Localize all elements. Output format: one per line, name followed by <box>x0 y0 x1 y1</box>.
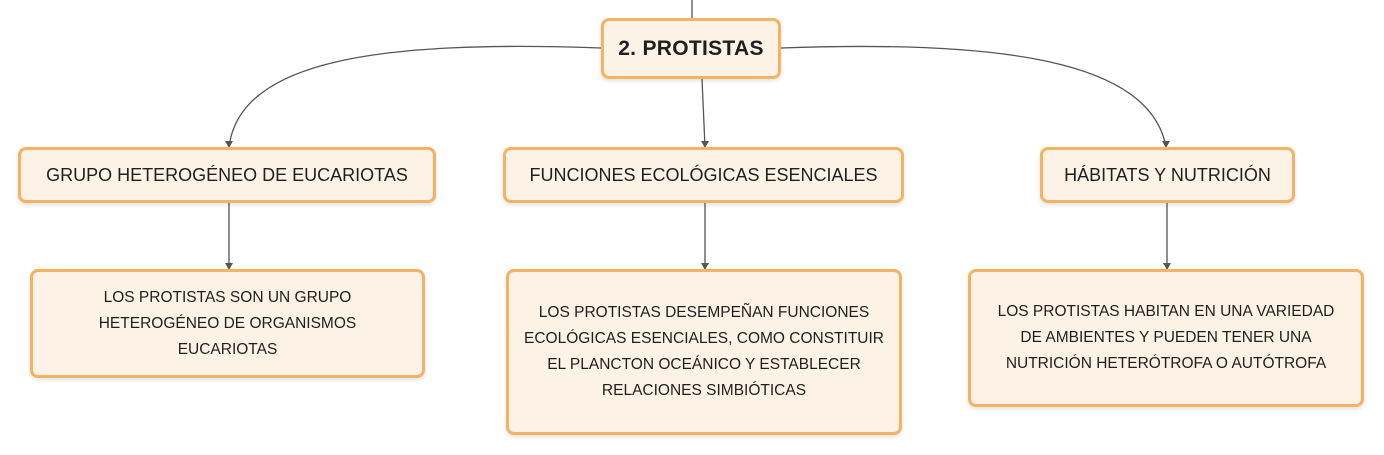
leaf-node-text: LOS PROTISTAS HABITAN EN UNA VARIEDAD DE… <box>997 303 1335 372</box>
root-node[interactable]: 2. PROTISTAS <box>601 18 781 79</box>
connector-root-branch-2 <box>701 78 706 148</box>
arrowhead <box>701 141 709 148</box>
arrowhead <box>1162 141 1170 148</box>
branch-node-label: FUNCIONES ECOLÓGICAS ESENCIALES <box>529 164 878 185</box>
arrowhead <box>701 263 709 270</box>
root-node-label: 2. PROTISTAS <box>618 36 764 60</box>
leaf-node-text: LOS PROTISTAS DESEMPEÑAN FUNCIONES ECOLÓ… <box>523 304 884 399</box>
arrowhead <box>225 263 233 270</box>
branch-node-heterogeneous-group[interactable]: GRUPO HETEROGÉNEO DE EUCARIOTAS <box>18 147 436 203</box>
leaf-node-ecological-functions[interactable]: LOS PROTISTAS DESEMPEÑAN FUNCIONES ECOLÓ… <box>506 269 902 435</box>
branch-node-label: GRUPO HETEROGÉNEO DE EUCARIOTAS <box>46 164 408 185</box>
branch-node-habitats-nutrition[interactable]: HÁBITATS Y NUTRICIÓN <box>1040 147 1295 203</box>
leaf-node-text: LOS PROTISTAS SON UN GRUPO HETEROGÉNEO D… <box>98 288 357 358</box>
branch-node-label: HÁBITATS Y NUTRICIÓN <box>1064 164 1271 185</box>
leaf-node-habitats-nutrition[interactable]: LOS PROTISTAS HABITAN EN UNA VARIEDAD DE… <box>968 269 1364 407</box>
branch-node-ecological-functions[interactable]: FUNCIONES ECOLÓGICAS ESENCIALES <box>503 147 904 203</box>
arrowhead <box>225 141 233 148</box>
connector-root-branch-3 <box>780 45 1167 148</box>
connector-root-branch-1 <box>228 45 602 148</box>
leaf-node-heterogeneous-group[interactable]: LOS PROTISTAS SON UN GRUPO HETEROGÉNEO D… <box>30 269 425 378</box>
arrowhead <box>1163 263 1171 270</box>
